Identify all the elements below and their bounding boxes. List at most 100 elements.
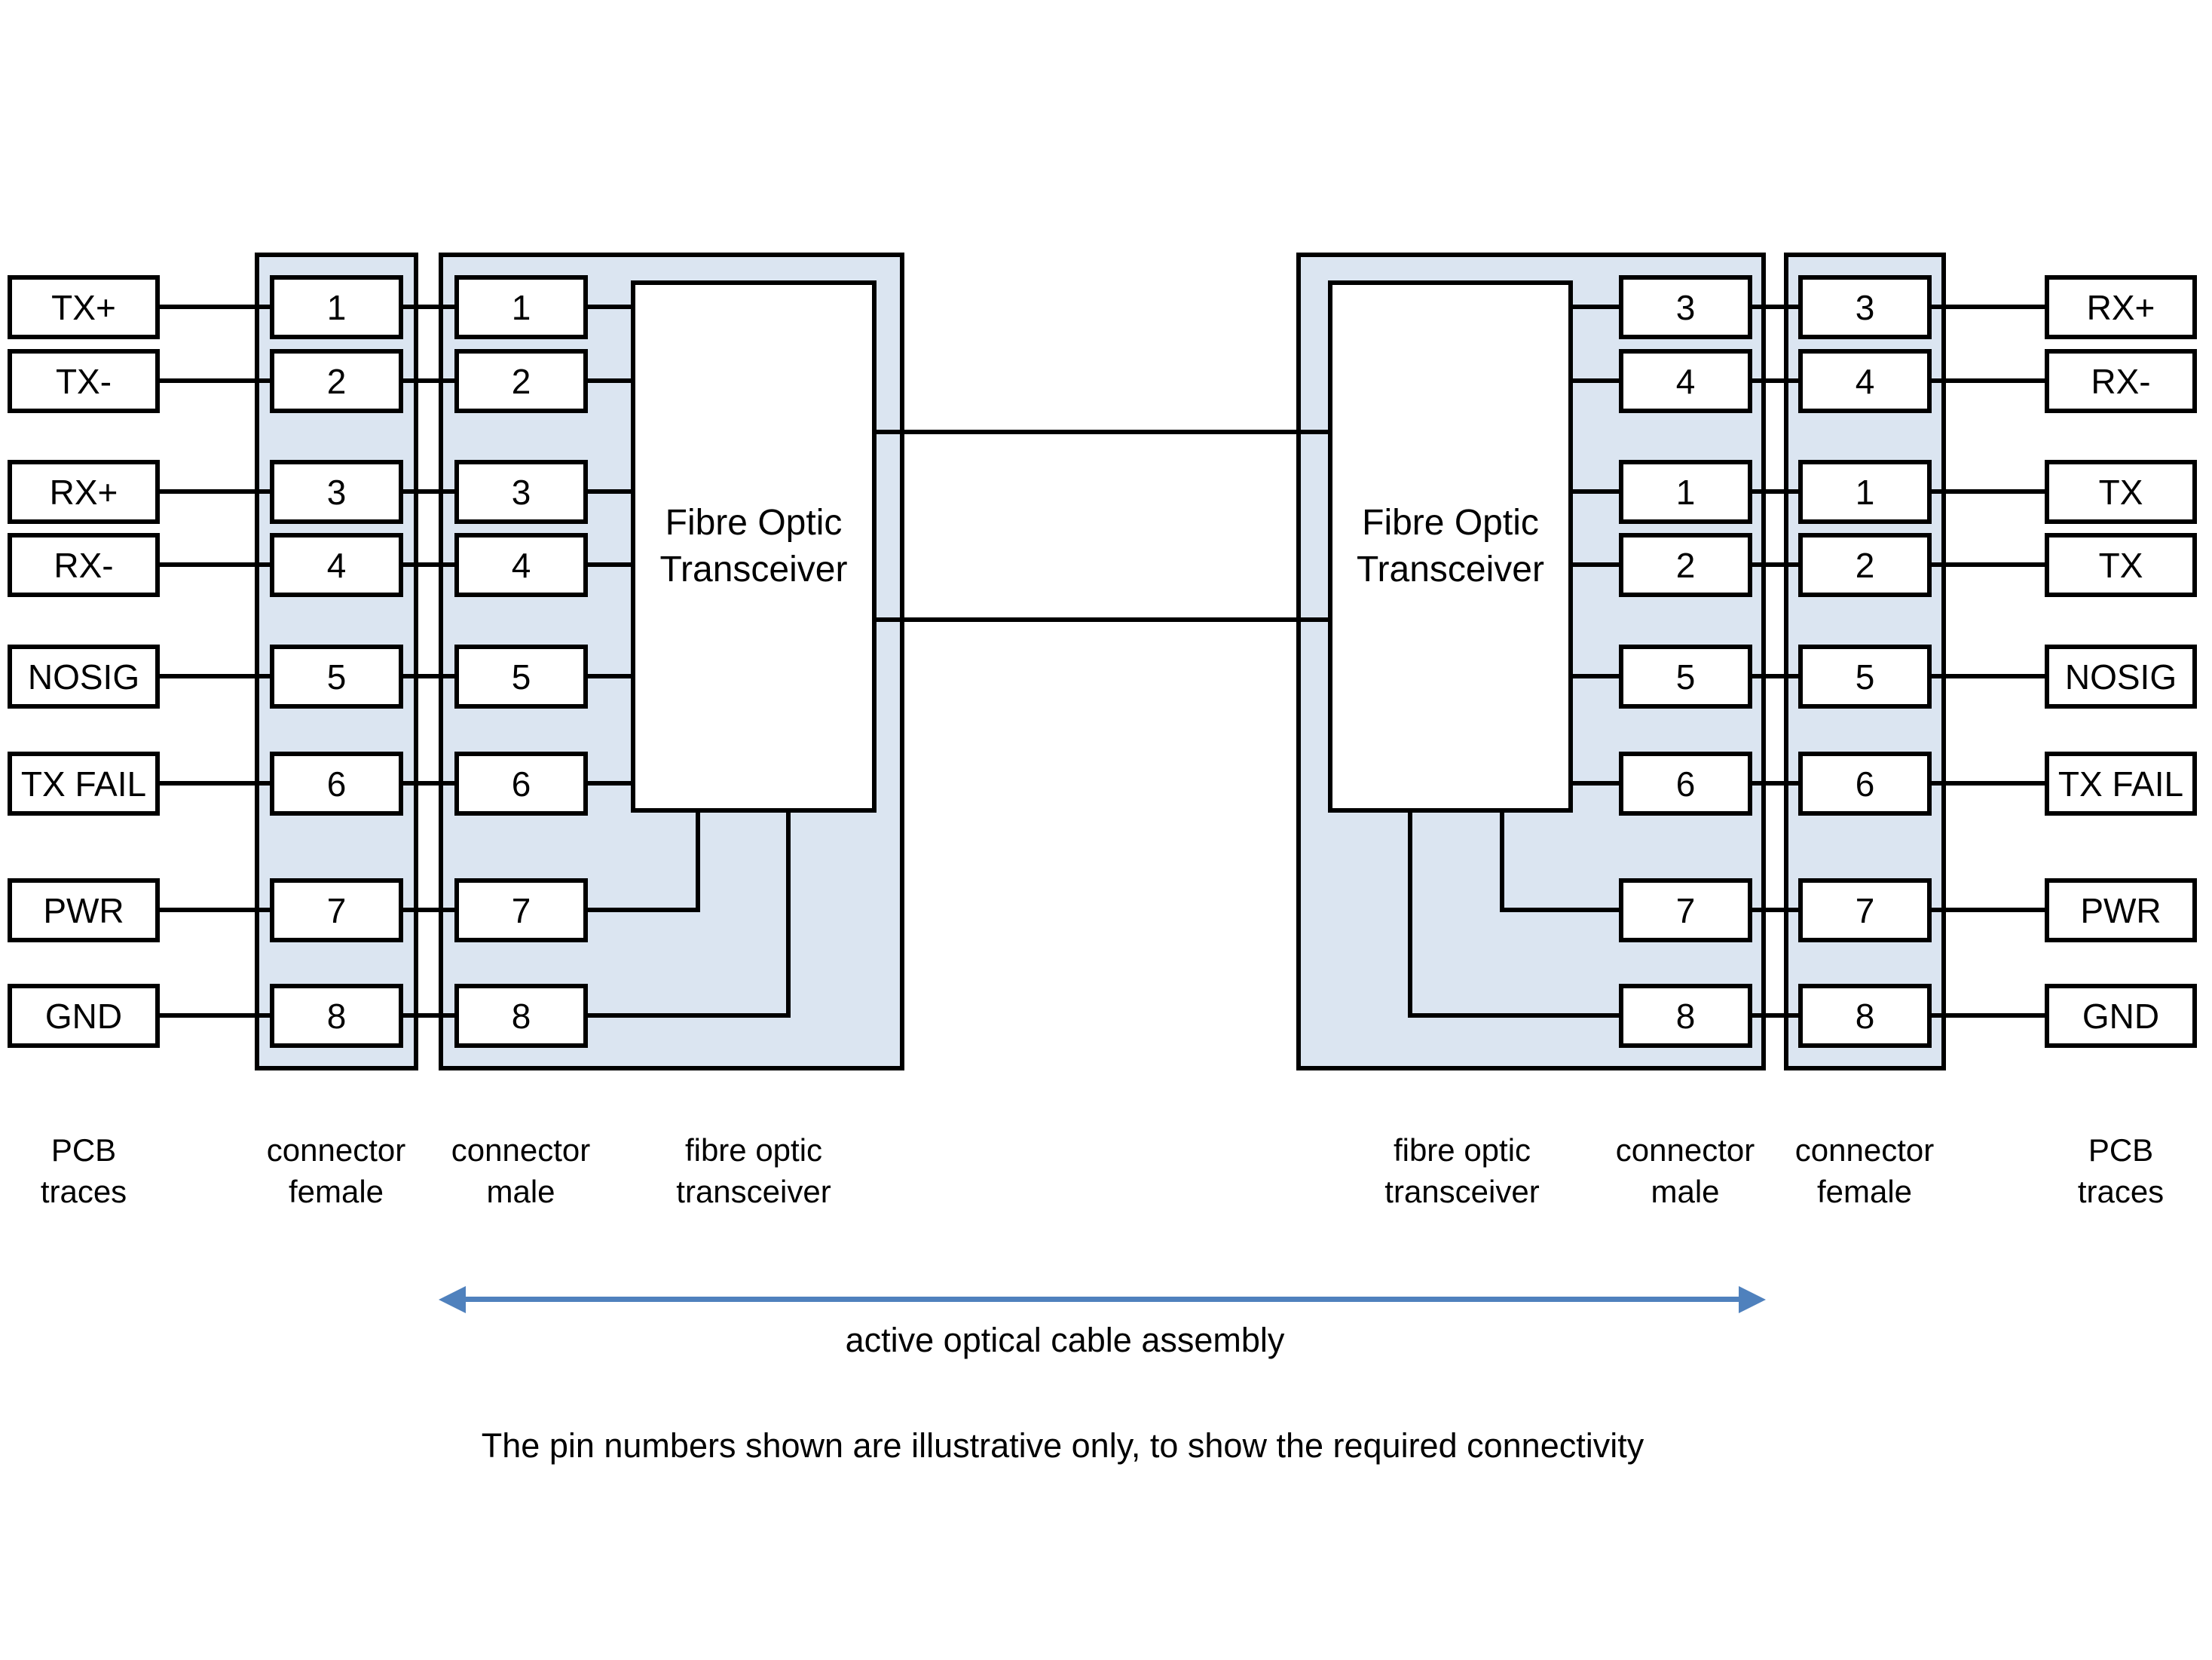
arrow-caption: active optical cable assembly bbox=[845, 1321, 1285, 1359]
left-female-pin-box: 3 bbox=[270, 460, 403, 524]
pcb-trace-box-left: TX+ bbox=[8, 275, 160, 339]
right-male-pin-box: 1 bbox=[1619, 460, 1752, 524]
wire bbox=[1932, 908, 2045, 912]
wire bbox=[403, 908, 454, 912]
pcb-trace-box-left: RX- bbox=[8, 533, 160, 597]
footer-label-fibre-optic-transceiver-right: fibre optic transceiver bbox=[1384, 1132, 1540, 1209]
fibre-link-upper bbox=[877, 430, 1328, 434]
wire bbox=[160, 562, 270, 567]
left-male-pin-box: 7 bbox=[454, 878, 588, 942]
right-male-pin-box: 2 bbox=[1619, 533, 1752, 597]
pin-numbers-note: The pin numbers shown are illustrative o… bbox=[481, 1426, 1644, 1465]
fibre-link-lower bbox=[877, 617, 1328, 622]
left-male-pin-box: 3 bbox=[454, 460, 588, 524]
left-female-pin-box: 5 bbox=[270, 645, 403, 709]
left-male-pin-box: 4 bbox=[454, 533, 588, 597]
right-female-pin-box: 5 bbox=[1798, 645, 1932, 709]
wire bbox=[588, 674, 631, 678]
wire bbox=[160, 908, 270, 912]
wire bbox=[160, 1013, 270, 1018]
wire bbox=[1573, 562, 1619, 567]
wire bbox=[588, 1013, 791, 1018]
wire bbox=[1752, 378, 1798, 383]
wire bbox=[696, 813, 700, 912]
wire bbox=[403, 489, 454, 494]
aoc-span-arrow-head-left-icon bbox=[439, 1286, 466, 1313]
pcb-trace-box-right: TX FAIL bbox=[2045, 752, 2197, 816]
right-male-pin-box: 3 bbox=[1619, 275, 1752, 339]
right-female-pin-box: 1 bbox=[1798, 460, 1932, 524]
right-female-pin-box: 4 bbox=[1798, 349, 1932, 413]
wire bbox=[588, 781, 631, 786]
wire bbox=[160, 781, 270, 786]
wire bbox=[1752, 674, 1798, 678]
right-female-pin-box: 8 bbox=[1798, 984, 1932, 1048]
wire bbox=[588, 489, 631, 494]
footer-label-connector-female-right: connector female bbox=[1794, 1132, 1935, 1209]
wire bbox=[786, 813, 791, 1018]
wire bbox=[160, 378, 270, 383]
footer-label-fibre-optic-transceiver-left: fibre optic transceiver bbox=[676, 1132, 831, 1209]
pcb-trace-box-right: RX- bbox=[2045, 349, 2197, 413]
right-female-pin-box: 6 bbox=[1798, 752, 1932, 816]
right-female-pin-box: 7 bbox=[1798, 878, 1932, 942]
aoc-span-arrow-head-right-icon bbox=[1739, 1286, 1766, 1313]
wire bbox=[1932, 674, 2045, 678]
wire bbox=[1932, 378, 2045, 383]
wire bbox=[588, 908, 700, 912]
left-female-pin-box: 8 bbox=[270, 984, 403, 1048]
right-female-pin-box: 3 bbox=[1798, 275, 1932, 339]
left-female-pin-box: 1 bbox=[270, 275, 403, 339]
wire bbox=[588, 378, 631, 383]
wire bbox=[1500, 813, 1504, 912]
right-transceiver-label: Fibre Optic Transceiver bbox=[1357, 503, 1544, 590]
pcb-trace-box-right: PWR bbox=[2045, 878, 2197, 942]
right-female-pin-box: 2 bbox=[1798, 533, 1932, 597]
left-transceiver-label: Fibre Optic Transceiver bbox=[659, 503, 848, 590]
pcb-trace-box-right: GND bbox=[2045, 984, 2197, 1048]
wire bbox=[403, 378, 454, 383]
wire bbox=[403, 305, 454, 309]
wire bbox=[1408, 1013, 1619, 1018]
footer-label-pcb-traces-left: PCB traces bbox=[40, 1132, 127, 1209]
wire bbox=[1752, 489, 1798, 494]
wire bbox=[1752, 305, 1798, 309]
footer-label-connector-female-left: connector female bbox=[266, 1132, 406, 1209]
left-male-pin-box: 6 bbox=[454, 752, 588, 816]
wire bbox=[1752, 1013, 1798, 1018]
left-female-pin-box: 4 bbox=[270, 533, 403, 597]
wire bbox=[1752, 781, 1798, 786]
wire bbox=[588, 562, 631, 567]
footer-label-connector-male-right: connector male bbox=[1615, 1132, 1755, 1209]
pcb-trace-box-right: RX+ bbox=[2045, 275, 2197, 339]
pcb-trace-box-right: TX bbox=[2045, 533, 2197, 597]
pcb-trace-box-left: GND bbox=[8, 984, 160, 1048]
wire bbox=[1573, 489, 1619, 494]
left-female-pin-box: 7 bbox=[270, 878, 403, 942]
right-male-pin-box: 4 bbox=[1619, 349, 1752, 413]
wire bbox=[1932, 1013, 2045, 1018]
pcb-trace-box-left: PWR bbox=[8, 878, 160, 942]
right-male-pin-box: 7 bbox=[1619, 878, 1752, 942]
wire bbox=[160, 305, 270, 309]
wire bbox=[1752, 562, 1798, 567]
right-male-pin-box: 6 bbox=[1619, 752, 1752, 816]
right-fibre-optic-transceiver-box: Fibre Optic Transceiver bbox=[1328, 280, 1573, 813]
pcb-trace-box-left: RX+ bbox=[8, 460, 160, 524]
wire bbox=[1408, 813, 1412, 1018]
wire bbox=[1573, 674, 1619, 678]
footer-label-connector-male-left: connector male bbox=[451, 1132, 591, 1209]
pcb-trace-box-left: TX FAIL bbox=[8, 752, 160, 816]
wire bbox=[1500, 908, 1619, 912]
wire bbox=[588, 305, 631, 309]
left-male-pin-box: 8 bbox=[454, 984, 588, 1048]
wire bbox=[403, 562, 454, 567]
pcb-trace-box-right: NOSIG bbox=[2045, 645, 2197, 709]
wire bbox=[160, 489, 270, 494]
wire bbox=[1932, 781, 2045, 786]
wire bbox=[1573, 305, 1619, 309]
footer-label-pcb-traces-right: PCB traces bbox=[2077, 1132, 2165, 1209]
pcb-trace-box-left: TX- bbox=[8, 349, 160, 413]
wire bbox=[1932, 305, 2045, 309]
